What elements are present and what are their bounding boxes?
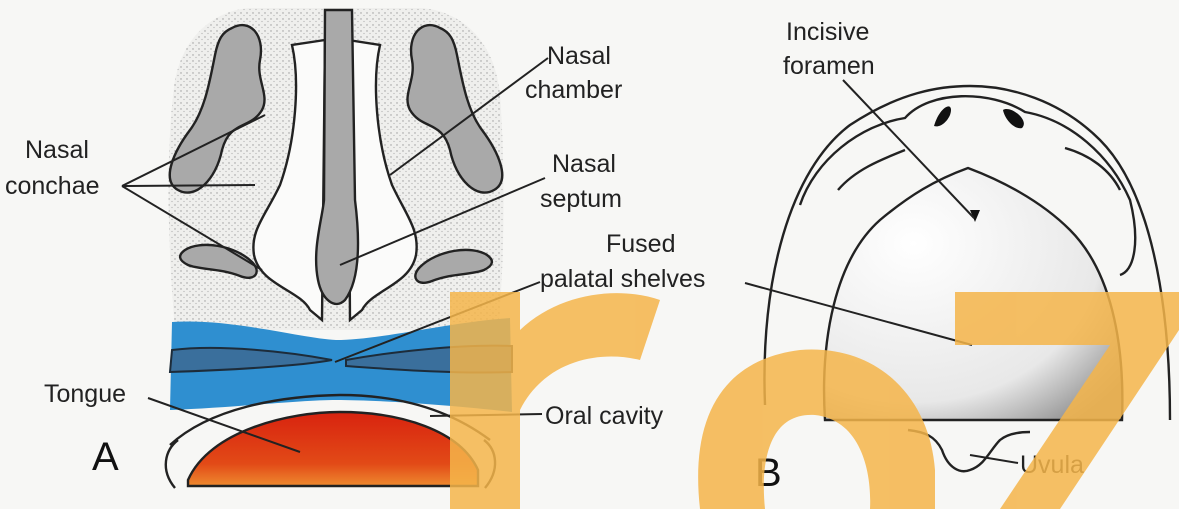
nasal-opening-left — [934, 106, 951, 126]
panel-a: Nasal conchae Nasal chamber Nasal septum… — [5, 8, 705, 488]
label-nasal-conchae-2: conchae — [5, 172, 100, 200]
tongue-shape — [188, 412, 478, 486]
label-nasal-septum-1: Nasal — [552, 150, 616, 178]
leader-conchae-2 — [122, 185, 255, 186]
label-incisive-2: foramen — [783, 52, 875, 80]
watermark-r — [450, 292, 660, 509]
lip-fold-left — [838, 150, 905, 190]
label-incisive-1: Incisive — [786, 18, 869, 46]
label-fused-palatal-1: Fused — [606, 230, 675, 258]
label-tongue: Tongue — [44, 380, 126, 408]
panel-a-letter: A — [92, 435, 119, 479]
label-oral-cavity: Oral cavity — [545, 402, 664, 430]
leader-uvula — [970, 455, 1018, 463]
label-nasal-chamber-1: Nasal — [547, 42, 611, 70]
label-fused-palatal-2: palatal shelves — [540, 265, 705, 293]
label-nasal-conchae-1: Nasal — [25, 136, 89, 164]
label-nasal-chamber-2: chamber — [525, 76, 622, 104]
nasal-opening-right — [1003, 109, 1024, 128]
label-nasal-septum-2: septum — [540, 185, 622, 213]
jaw-line — [166, 440, 178, 488]
